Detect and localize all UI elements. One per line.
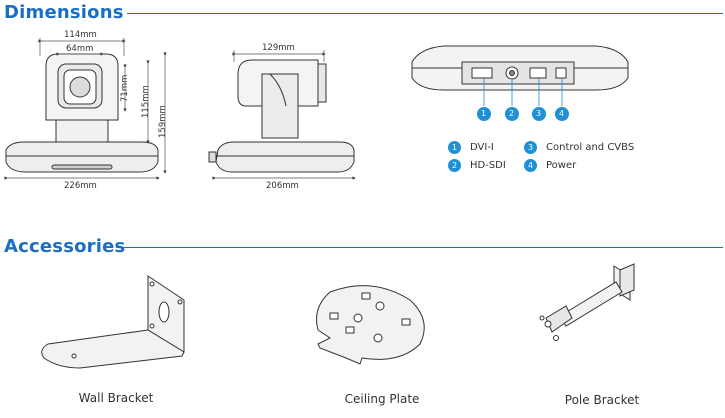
pole-bracket-caption: Pole Bracket <box>564 393 640 407</box>
pole-bracket-drawing <box>539 263 635 341</box>
ceiling-plate-caption: Ceiling Plate <box>344 392 420 406</box>
side-depth-top-label: 129mm <box>262 43 295 53</box>
legend-badge-2: 2 <box>448 159 461 172</box>
legend-item-dvi: 1 DVI-I <box>448 141 494 154</box>
front-height-total-label: 159mm <box>158 105 168 138</box>
ceiling-plate-drawing <box>316 285 425 365</box>
front-view-dimension-lines <box>4 38 167 180</box>
legend-label-4: Power <box>546 160 577 171</box>
legend-badge-1: 1 <box>448 141 461 154</box>
port-number-3: 3 <box>536 109 542 118</box>
front-width-mid-label: 64mm <box>66 44 94 54</box>
wall-bracket-drawing <box>41 275 185 369</box>
accessories-title: Accessories <box>4 236 126 257</box>
legend-item-power: 4 Power <box>524 159 576 172</box>
accessories-rule <box>116 247 723 248</box>
legend-label-2: HD-SDI <box>470 160 506 171</box>
legend-item-hdsdi: 2 HD-SDI <box>448 159 506 172</box>
dimensions-title: Dimensions <box>4 2 124 23</box>
legend-item-control-cvbs: 3 Control and CVBS <box>524 141 634 154</box>
rear-view-camera <box>411 45 629 91</box>
front-width-top-label: 114mm <box>64 30 97 40</box>
side-view-dimension-lines <box>212 50 356 180</box>
legend-label-1: DVI-I <box>470 142 494 153</box>
legend-badge-4: 4 <box>524 159 537 172</box>
legend-badge-3: 3 <box>524 141 537 154</box>
front-view-camera <box>5 53 159 173</box>
front-height-lens-label: 71mm <box>120 74 130 102</box>
port-number-2: 2 <box>509 109 515 118</box>
port-number-1: 1 <box>481 109 487 118</box>
rear-view-callout-lines <box>483 78 563 106</box>
side-view-camera <box>208 59 355 173</box>
port-number-4: 4 <box>559 109 565 118</box>
front-height-mid-label: 115mm <box>141 85 151 118</box>
wall-bracket-caption: Wall Bracket <box>78 391 154 405</box>
dimensions-rule <box>127 13 723 14</box>
side-depth-base-label: 206mm <box>266 181 299 191</box>
legend-label-3: Control and CVBS <box>546 142 635 153</box>
front-width-base-label: 226mm <box>64 181 97 191</box>
rear-view-port-badges <box>477 107 569 121</box>
